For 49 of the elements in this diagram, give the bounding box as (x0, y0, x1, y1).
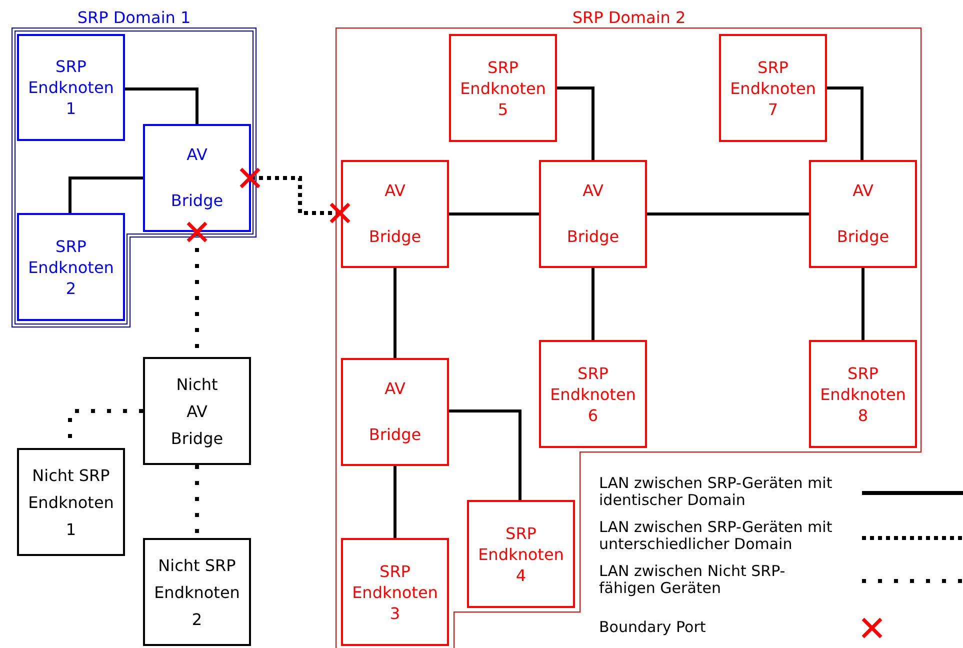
device-label: AV Bridge (368, 378, 422, 446)
device-label: SRP Endknoten 8 (820, 362, 906, 426)
device-box (809, 340, 917, 448)
device-box (341, 160, 449, 268)
connector-line (125, 88, 198, 124)
connector-line (449, 410, 522, 500)
connector-line (647, 212, 809, 216)
connector-line (827, 86, 864, 160)
device-label: AV Bridge (836, 180, 890, 248)
connector-line (449, 212, 539, 216)
device-box (449, 34, 557, 142)
device-box (539, 340, 647, 448)
device-box (143, 538, 251, 646)
device-label: SRP Endknoten 7 (730, 56, 816, 120)
domain-title: SRP Domain 2 (572, 8, 686, 28)
device-label: Nicht SRP Endknoten 1 (28, 464, 114, 540)
device-label: SRP Endknoten 4 (478, 522, 564, 586)
device-box (539, 160, 647, 268)
device-label: SRP Endknoten 5 (460, 56, 546, 120)
legend-text: LAN zwischen Nicht SRP-fähigen Geräten (599, 563, 786, 597)
device-box (809, 160, 917, 268)
device-box (341, 358, 449, 466)
device-box (17, 448, 125, 556)
device-label: AV Bridge (368, 180, 422, 248)
legend-text: Boundary Port (599, 619, 706, 636)
device-box (467, 500, 575, 608)
device-label: SRP Endknoten 1 (28, 56, 114, 119)
device-label: AV Bridge (170, 144, 224, 212)
device-label: SRP Endknoten 2 (28, 236, 114, 298)
device-box (17, 213, 125, 321)
connector-line (862, 268, 864, 340)
legend-text: LAN zwischen SRP-Geräten mit unterschiedlicher Domain (599, 519, 834, 553)
domain-title: SRP Domain 1 (77, 8, 191, 28)
device-label: SRP Endknoten 6 (550, 362, 636, 426)
connector-line (394, 268, 396, 358)
device-label: SRP Endknoten 3 (352, 560, 438, 624)
connector-line (557, 86, 594, 160)
connector-line (394, 466, 396, 538)
device-box (143, 357, 251, 465)
device-label: Nicht SRP Endknoten 2 (154, 554, 240, 630)
connector-line (68, 176, 143, 213)
device-box (17, 34, 125, 141)
connector-line (592, 268, 594, 340)
device-box (341, 538, 449, 646)
legend-text: LAN zwischen SRP-Geräten mit identischer Domain (599, 475, 834, 509)
device-box (143, 124, 251, 232)
device-label: AV Bridge (566, 180, 620, 248)
device-label: Nicht AV Bridge (170, 374, 224, 450)
device-box (719, 34, 827, 142)
